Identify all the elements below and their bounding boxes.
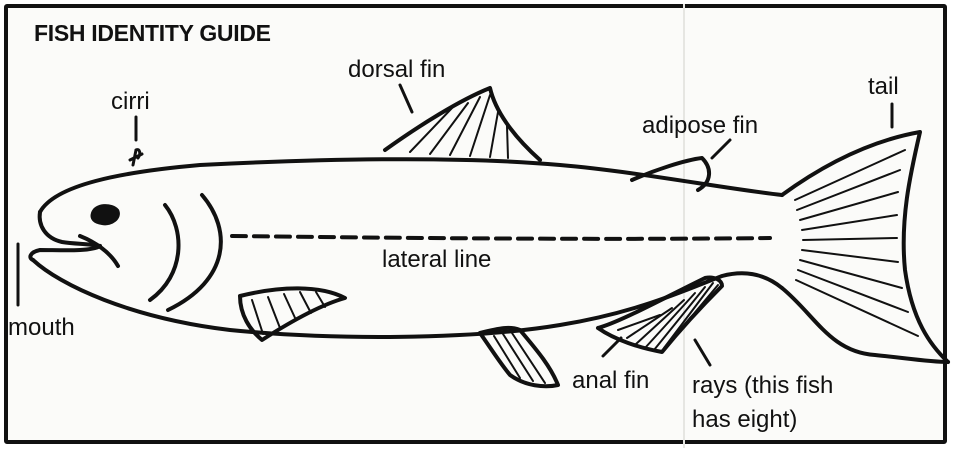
pectoral-fin-rays xyxy=(252,292,325,334)
leader-anal-fin xyxy=(603,338,621,356)
fish-jaw xyxy=(30,246,100,260)
label-anal-fin: anal fin xyxy=(572,367,649,395)
tail-upper xyxy=(782,132,948,362)
tail-rays xyxy=(795,150,918,336)
lateral-line xyxy=(232,236,770,239)
label-cirri: cirri xyxy=(111,88,150,116)
label-dorsal-fin: dorsal fin xyxy=(348,56,445,84)
label-rays-line-1: rays (this fish xyxy=(692,372,833,400)
tail-lower xyxy=(782,288,948,362)
leader-adipose-fin xyxy=(712,140,730,158)
pelvic-fin-rays xyxy=(494,333,545,383)
leader-rays xyxy=(695,340,710,365)
leader-dorsal-fin xyxy=(400,85,412,112)
fish-gill-1 xyxy=(150,205,179,300)
label-lateral-line: lateral line xyxy=(382,246,491,274)
label-tail: tail xyxy=(868,73,899,101)
fish-gill-2 xyxy=(168,195,221,310)
fish-cirri xyxy=(130,150,142,165)
anal-fin-rays xyxy=(618,283,720,350)
label-adipose-fin: adipose fin xyxy=(642,112,758,140)
fish-eye xyxy=(91,205,118,224)
label-mouth: mouth xyxy=(8,314,75,342)
dorsal-fin xyxy=(385,88,540,160)
adipose-fin xyxy=(632,158,709,190)
label-rays-line-2: has eight) xyxy=(692,406,797,434)
